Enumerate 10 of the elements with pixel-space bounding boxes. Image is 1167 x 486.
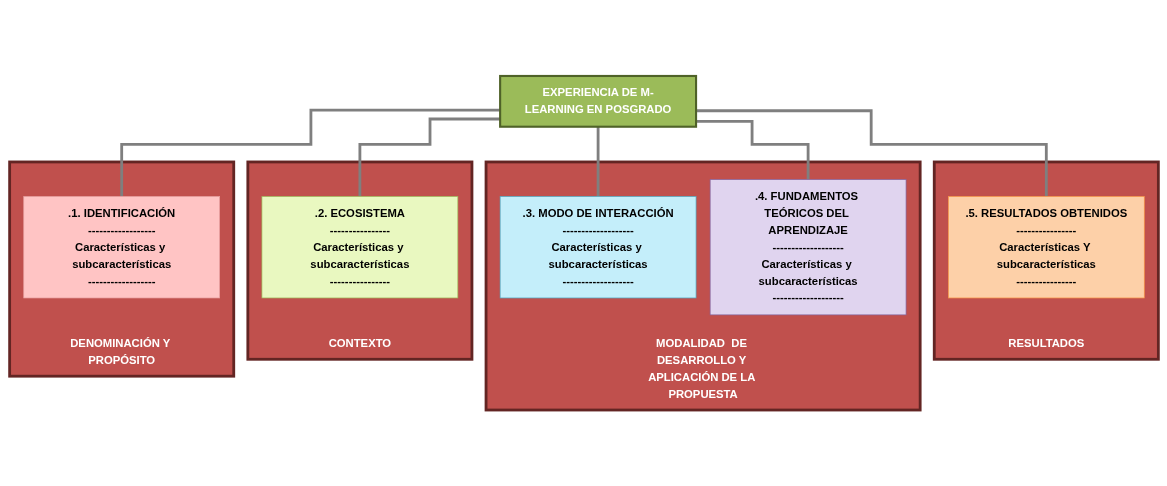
node-box: EXPERIENCIA DE M-LEARNING EN POSGRADO	[498, 74, 697, 128]
connector	[119, 108, 500, 198]
connector	[357, 117, 500, 198]
connector	[695, 109, 1048, 198]
connector	[695, 120, 809, 181]
node-box: .5. RESULTADOS OBTENIDOS ---------------- Características Y subcaracterísticas ----------------	[947, 196, 1145, 299]
node-box: .3. MODO DE INTERACCIÓN ------------------- Características y subcaracterísticas -------------------	[499, 196, 696, 299]
node-box: .1. IDENTIFICACIÓN ------------------ Características y subcaracterísticas ------------------	[22, 196, 220, 299]
node-box: .2. ECOSISTEMA ---------------- Características y subcaracterísticas ----------------	[261, 196, 458, 299]
node-box: .4. FUNDAMENTOS TEÓRICOS DEL APRENDIZAJE ------------------- Características y subcaracterísticas -------------------	[709, 179, 906, 316]
